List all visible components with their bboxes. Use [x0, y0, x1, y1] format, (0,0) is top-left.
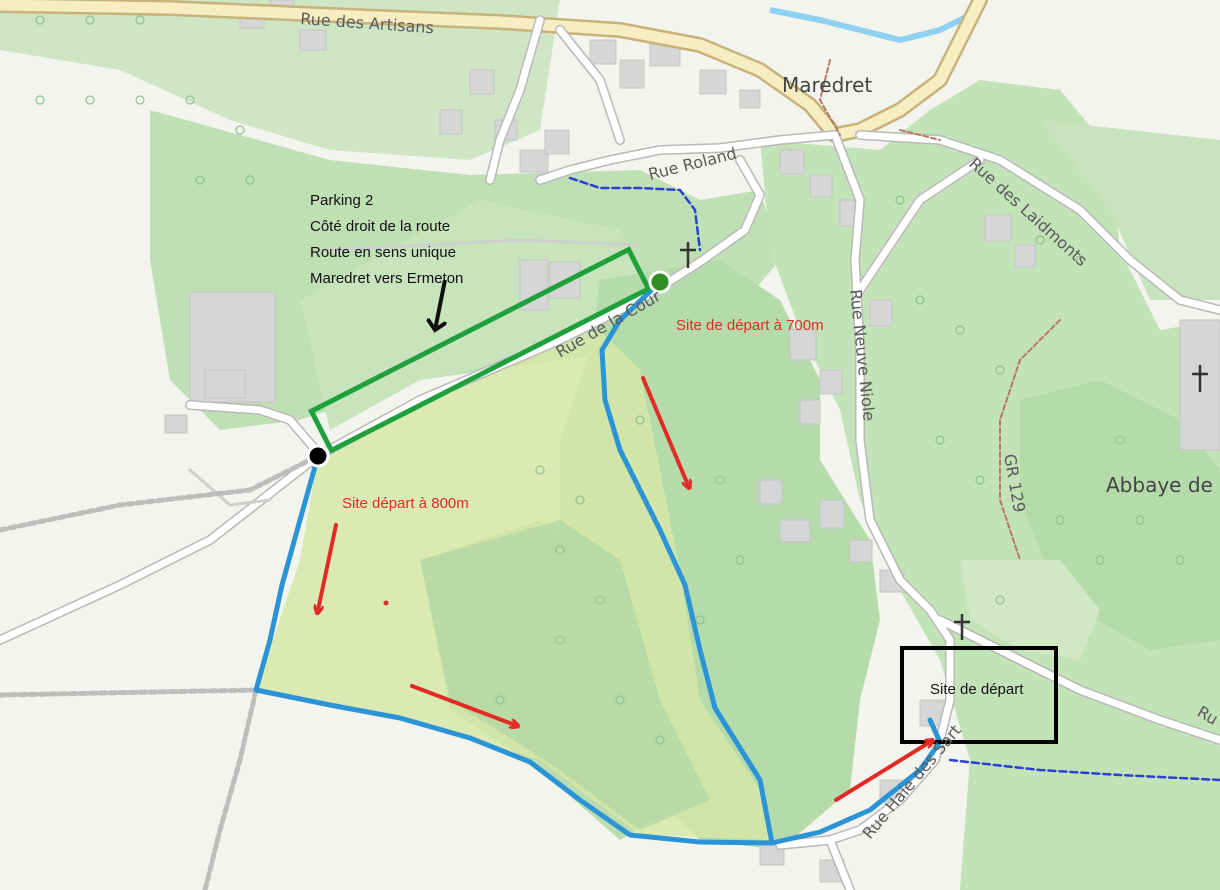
- start-700-label: Site de départ à 700m: [676, 317, 824, 334]
- parking-line-2: Côté droit de la route: [310, 218, 450, 235]
- start-point-icon[interactable]: [306, 444, 330, 468]
- river: [769, 7, 982, 44]
- red-dot: [383, 600, 389, 606]
- parking-annotation: Parking 2 Côté droit de la route Route e…: [310, 192, 463, 287]
- start-site-box: [900, 646, 1058, 744]
- parking-line-4: Maredret vers Ermeton: [310, 270, 463, 287]
- direction-arrows: [318, 376, 930, 802]
- start-site-label: Site de départ: [930, 681, 1024, 698]
- place-label-maredret: Maredret: [782, 73, 872, 97]
- parking-box: [308, 246, 652, 454]
- parking-line-1: Parking 2: [310, 192, 373, 209]
- church-cross-icon: [954, 614, 970, 640]
- start-800-label: Site départ à 800m: [342, 495, 469, 512]
- tree-symbols: [35, 15, 1185, 745]
- parking-line-3: Route en sens unique: [310, 244, 456, 261]
- parking-point-icon[interactable]: [648, 270, 672, 294]
- forest-inner: [420, 520, 710, 830]
- route-line: [253, 279, 943, 846]
- black-arrow: [435, 279, 447, 330]
- church-cross-icon: [680, 242, 696, 268]
- church-cross-icon: [1192, 365, 1208, 392]
- place-label-abbey: Abbaye de: [1106, 473, 1213, 497]
